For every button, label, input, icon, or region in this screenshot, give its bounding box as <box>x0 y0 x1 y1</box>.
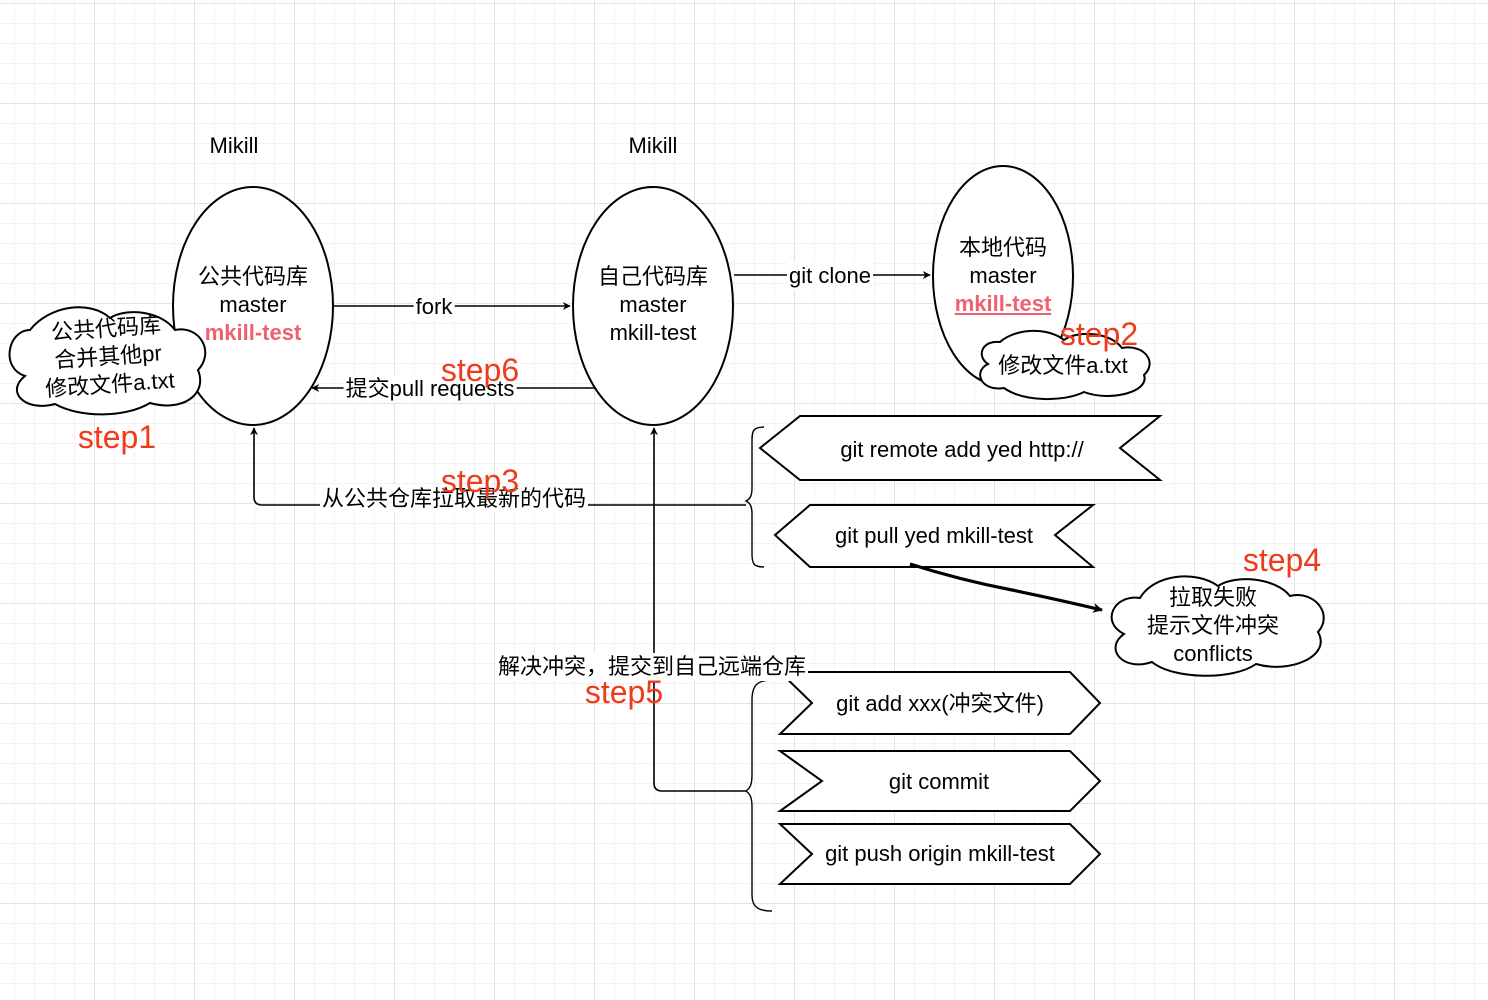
public-repo-node[interactable] <box>172 186 334 426</box>
local-modify-cloud[interactable] <box>979 329 1151 400</box>
push-text: git push origin mkill-test <box>825 841 1055 866</box>
own-repo-branch: mkill-test <box>609 320 697 345</box>
step5-label: step5 <box>584 674 664 710</box>
conflict-cloud-text: 拉取失败 提示文件冲突 conflicts <box>1147 584 1279 668</box>
pull-shape[interactable] <box>773 504 1096 568</box>
own-repo-master: master <box>619 292 687 317</box>
local-modify-cloud-text: 修改文件a.txt <box>998 353 1128 378</box>
brace-upper <box>744 426 765 568</box>
resolve-edge <box>650 427 746 792</box>
commit-shape[interactable] <box>776 750 1102 812</box>
pull-text: git pull yed mkill-test <box>834 523 1034 548</box>
add-shape[interactable] <box>777 671 1102 735</box>
remote-add-text: git remote add yed http:// <box>840 437 1084 462</box>
step1-label: step1 <box>77 419 157 455</box>
owner-label-middle: Mikill <box>628 133 678 158</box>
git-clone-label: git clone <box>787 262 873 290</box>
conflict-line3: conflicts <box>1173 641 1253 666</box>
owner-label-left: Mikill <box>209 133 259 158</box>
pull-latest-label: 从公共仓库拉取最新的代码 <box>319 485 589 513</box>
local-repo-name: 本地代码 <box>958 235 1047 260</box>
add-text: git add xxx(冲突文件) <box>836 691 1044 716</box>
public-repo-branch: mkill-test <box>204 320 302 345</box>
brace-lower <box>744 679 773 912</box>
conflict-line1: 拉取失败 <box>1168 585 1258 610</box>
pull-request-label: 提交pull requests <box>343 375 517 403</box>
public-merge-cloud[interactable] <box>8 306 207 416</box>
push-shape[interactable] <box>777 823 1102 885</box>
step6-label: step6 <box>440 352 520 388</box>
public-repo-master: master <box>219 292 287 317</box>
commit-text: git commit <box>888 769 990 794</box>
own-repo-name: 自己代码库 <box>597 264 709 289</box>
local-repo-label: 本地代码 master mkill-test <box>955 234 1052 318</box>
pull-latest-edge <box>250 427 746 506</box>
remote-add-shape[interactable] <box>758 415 1163 481</box>
conflict-edge <box>909 562 1103 613</box>
own-repo-node[interactable] <box>572 186 734 426</box>
step4-label: step4 <box>1242 542 1322 578</box>
public-repo-name: 公共代码库 <box>197 264 309 289</box>
conflict-cloud[interactable] <box>1110 575 1325 677</box>
public-merge-cloud-text: 公共代码库 合并其他pr 修改文件a.txt <box>40 311 175 404</box>
step3-label: step3 <box>440 463 520 499</box>
local-repo-master: master <box>969 263 1037 288</box>
conflict-line2: 提示文件冲突 <box>1146 613 1280 638</box>
resolve-label: 解决冲突，提交到自己远端仓库 <box>495 653 809 681</box>
fork-label: fork <box>413 293 455 321</box>
step2-label: step2 <box>1059 316 1139 352</box>
own-repo-label: 自己代码库 master mkill-test <box>598 263 708 347</box>
public-repo-label: 公共代码库 master mkill-test <box>198 263 308 347</box>
local-repo-branch: mkill-test <box>954 291 1052 316</box>
